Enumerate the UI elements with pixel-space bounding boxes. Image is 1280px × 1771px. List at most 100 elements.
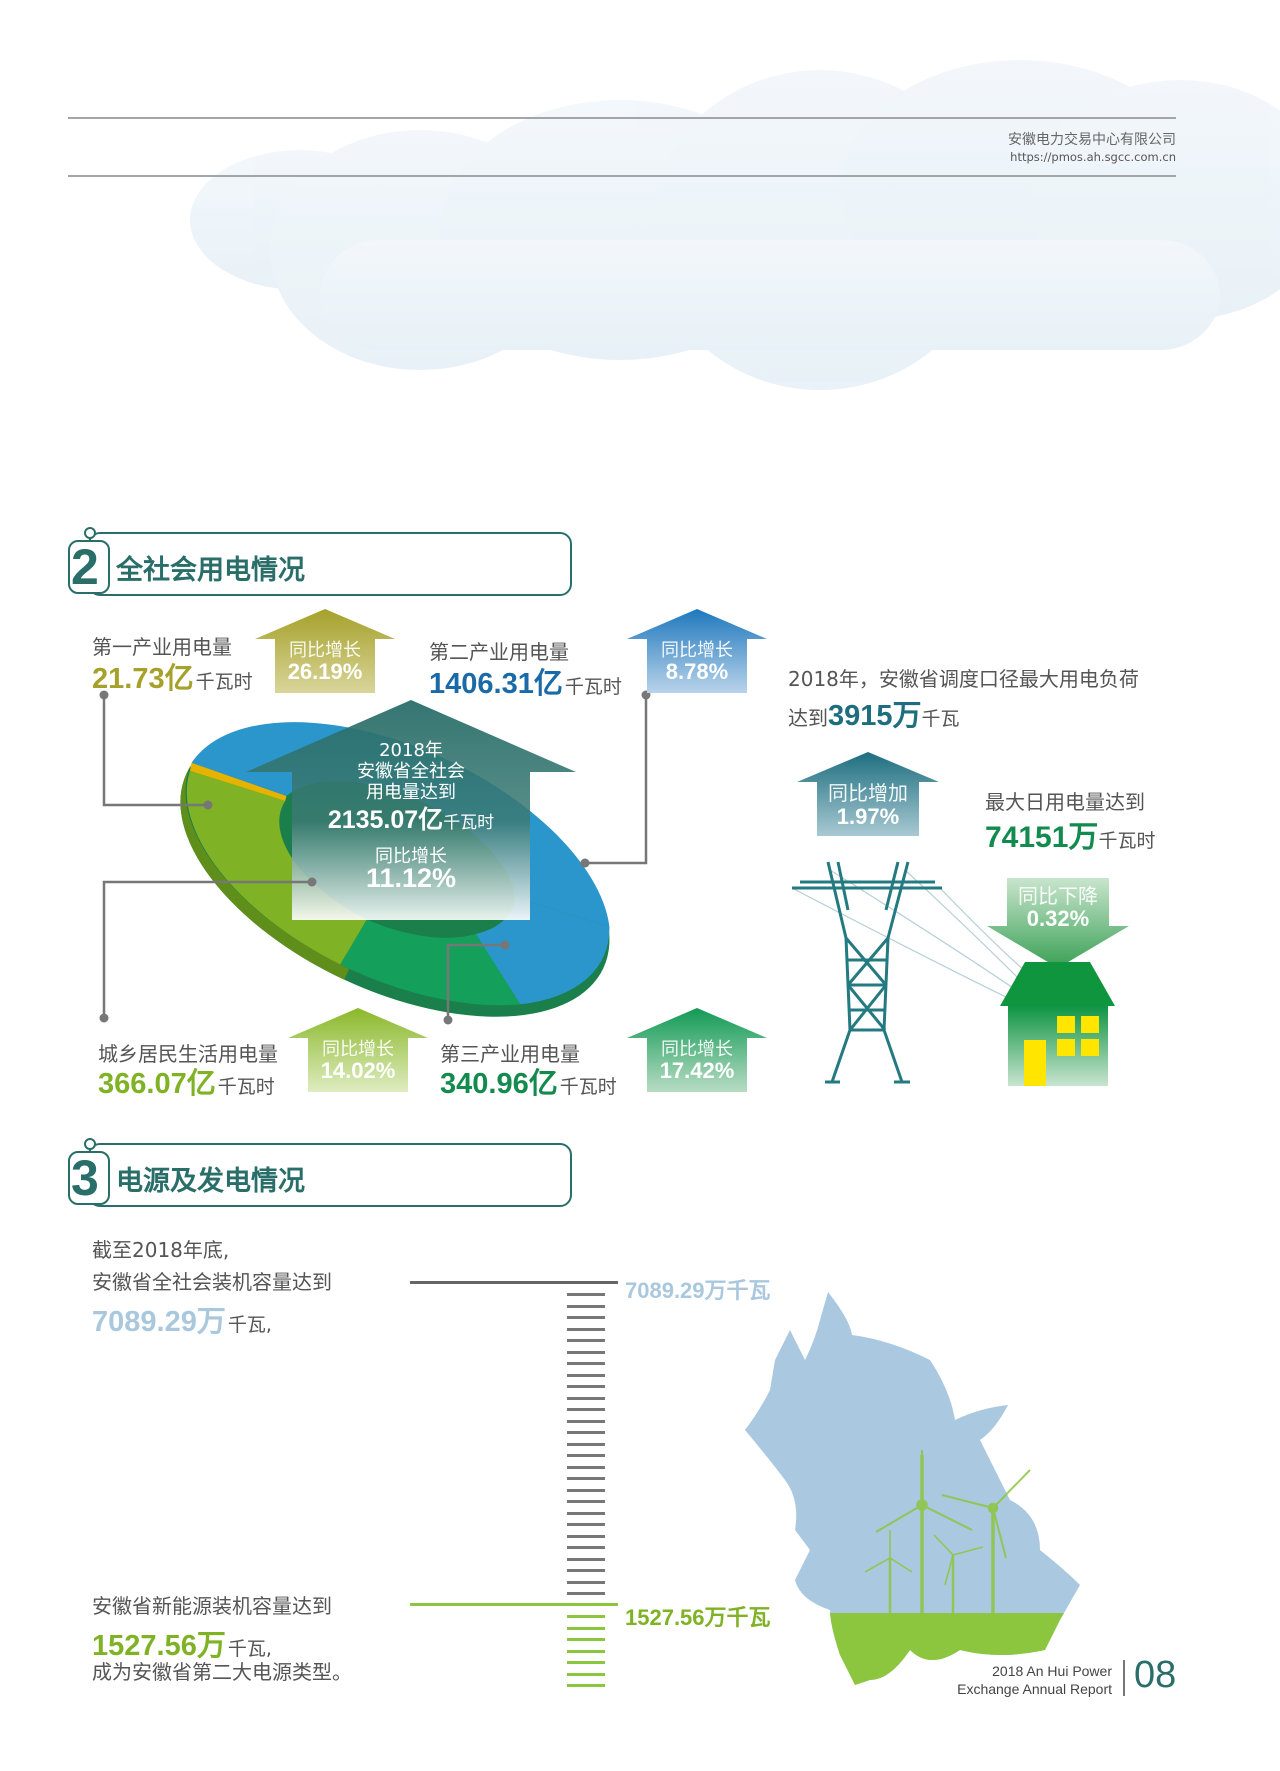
tertiary-industry-value-row: 340.96亿千瓦时 bbox=[440, 1060, 617, 1102]
total-year: 2018年 bbox=[379, 740, 443, 761]
residential-label: 城乡居民生活用电量 bbox=[98, 1042, 278, 1066]
tertiary-growth-arrow: 同比增长 17.42% bbox=[627, 1008, 767, 1092]
new-energy-line3: 成为安徽省第二大电源类型。 bbox=[92, 1660, 352, 1684]
secondary-industry-value: 1406.31亿 bbox=[429, 668, 563, 700]
section-2-number-frame bbox=[68, 540, 110, 594]
section-3-title: 电源及发电情况 bbox=[116, 1166, 305, 1197]
capacity-value-row: 7089.29万千瓦, bbox=[92, 1298, 272, 1340]
tertiary-industry-label: 第三产业用电量 bbox=[440, 1042, 580, 1066]
frame-dot bbox=[84, 1138, 96, 1150]
anhui-map bbox=[745, 1292, 1080, 1685]
residential-growth-label: 同比增长 bbox=[322, 1039, 394, 1060]
house-icon bbox=[1000, 962, 1115, 1086]
max-load-text: 2018年，安徽省调度口径最大用电负荷 bbox=[788, 667, 1139, 691]
max-load-growth-label: 同比增加 bbox=[828, 781, 908, 805]
scale-tick bbox=[567, 1592, 605, 1595]
scale-tick bbox=[567, 1523, 605, 1526]
scale-tick bbox=[567, 1385, 605, 1388]
scale-tick bbox=[567, 1316, 605, 1319]
scale-tick bbox=[567, 1511, 605, 1515]
company-url[interactable]: https://pmos.ah.sgcc.com.cn bbox=[1010, 150, 1176, 164]
max-load-value: 3915万 bbox=[828, 700, 922, 732]
scale-tick bbox=[567, 1477, 605, 1480]
primary-industry-label: 第一产业用电量 bbox=[92, 635, 232, 659]
primary-growth-arrow: 同比增长 26.19% bbox=[255, 609, 395, 693]
scale-tick bbox=[567, 1293, 605, 1296]
primary-growth-label: 同比增长 bbox=[289, 640, 361, 661]
scale-tick bbox=[567, 1569, 605, 1572]
max-daily-unit: 千瓦时 bbox=[1098, 830, 1156, 852]
footer-report-title: 2018 An Hui Power Exchange Annual Report bbox=[957, 1662, 1112, 1698]
primary-industry-value-row: 21.73亿千瓦时 bbox=[92, 655, 253, 697]
max-daily-value: 74151万 bbox=[985, 821, 1099, 854]
scale-tick-new-energy bbox=[567, 1626, 605, 1630]
scale-tick bbox=[567, 1546, 605, 1549]
footer-line2: Exchange Annual Report bbox=[957, 1681, 1112, 1697]
total-growth-label: 同比增长 bbox=[375, 846, 447, 867]
secondary-industry-value-row: 1406.31亿千瓦时 bbox=[429, 660, 622, 702]
tertiary-industry-value: 340.96亿 bbox=[440, 1068, 558, 1100]
max-daily-value-row: 74151万千瓦时 bbox=[985, 812, 1155, 856]
scale-tick bbox=[567, 1557, 605, 1561]
scale-tick-new-energy bbox=[567, 1661, 605, 1664]
scale-tick-new-energy bbox=[567, 1649, 605, 1653]
scale-new-energy-line bbox=[410, 1603, 618, 1606]
scale-top-line bbox=[410, 1281, 618, 1284]
residential-unit: 千瓦时 bbox=[217, 1076, 275, 1098]
max-load-growth-arrow: 同比增加 1.97% bbox=[797, 752, 939, 836]
max-load-growth-value: 1.97% bbox=[836, 804, 900, 829]
scale-tick bbox=[567, 1442, 605, 1446]
scale-tick-new-energy bbox=[567, 1638, 605, 1641]
footer-divider bbox=[1123, 1660, 1125, 1696]
secondary-growth-arrow: 同比增长 8.78% bbox=[627, 609, 767, 693]
primary-growth-value: 26.19% bbox=[287, 659, 363, 684]
tertiary-industry-unit: 千瓦时 bbox=[559, 1076, 617, 1098]
capacity-unit: 千瓦, bbox=[227, 1314, 272, 1336]
scale-tick bbox=[567, 1396, 605, 1400]
scale-tick bbox=[567, 1465, 605, 1469]
tertiary-growth-label: 同比增长 bbox=[661, 1039, 733, 1060]
section-2-title: 全社会用电情况 bbox=[116, 555, 305, 586]
new-energy-value-row: 1527.56万千瓦, bbox=[92, 1622, 272, 1664]
scale-tick bbox=[567, 1534, 605, 1538]
tertiary-growth-value: 17.42% bbox=[659, 1058, 735, 1083]
frame-dot bbox=[84, 527, 96, 539]
primary-industry-value: 21.73亿 bbox=[92, 663, 194, 695]
footer-line1: 2018 An Hui Power bbox=[992, 1663, 1112, 1679]
scale-tick bbox=[567, 1339, 605, 1342]
capacity-value: 7089.29万 bbox=[92, 1306, 226, 1338]
scale-tick bbox=[567, 1419, 605, 1423]
capacity-line2: 安徽省全社会装机容量达到 bbox=[92, 1270, 332, 1294]
capacity-line1: 截至2018年底, bbox=[92, 1238, 230, 1262]
scale-tick bbox=[567, 1350, 605, 1354]
total-line2: 用电量达到 bbox=[366, 782, 456, 803]
scale-tick-new-energy bbox=[567, 1615, 605, 1618]
scale-tick bbox=[567, 1431, 605, 1434]
max-load-unit: 千瓦 bbox=[921, 708, 960, 730]
scale-tick bbox=[567, 1373, 605, 1377]
scale-tick bbox=[567, 1488, 605, 1492]
new-energy-value: 1527.56万 bbox=[92, 1630, 226, 1662]
primary-industry-unit: 千瓦时 bbox=[195, 671, 253, 693]
scale-tick-new-energy bbox=[567, 1684, 605, 1687]
residential-value: 366.07亿 bbox=[98, 1068, 216, 1100]
total-growth-value: 11.12% bbox=[365, 863, 457, 893]
scale-tick bbox=[567, 1580, 605, 1584]
section-3-number: 3 bbox=[71, 1150, 99, 1206]
scale-tick bbox=[567, 1500, 605, 1503]
total-unit: 千瓦时 bbox=[443, 813, 495, 833]
section-2-number: 2 bbox=[71, 539, 99, 595]
max-daily-text: 最大日用电量达到 bbox=[985, 790, 1145, 814]
power-tower-icon bbox=[791, 861, 1027, 1084]
company-name: 安徽电力交易中心有限公司 bbox=[1008, 132, 1176, 148]
scale-tick bbox=[567, 1454, 605, 1457]
header-bottom-rule bbox=[68, 175, 1176, 177]
secondary-industry-unit: 千瓦时 bbox=[564, 676, 622, 698]
residential-growth-value: 14.02% bbox=[320, 1058, 396, 1083]
scale-tick bbox=[567, 1304, 605, 1308]
scale-top-label: 7089.29万千瓦 bbox=[625, 1278, 771, 1303]
total-value-row: 2135.07亿千瓦时 bbox=[246, 800, 576, 836]
cloud-background bbox=[190, 60, 1280, 390]
page-number: 08 bbox=[1134, 1654, 1177, 1696]
